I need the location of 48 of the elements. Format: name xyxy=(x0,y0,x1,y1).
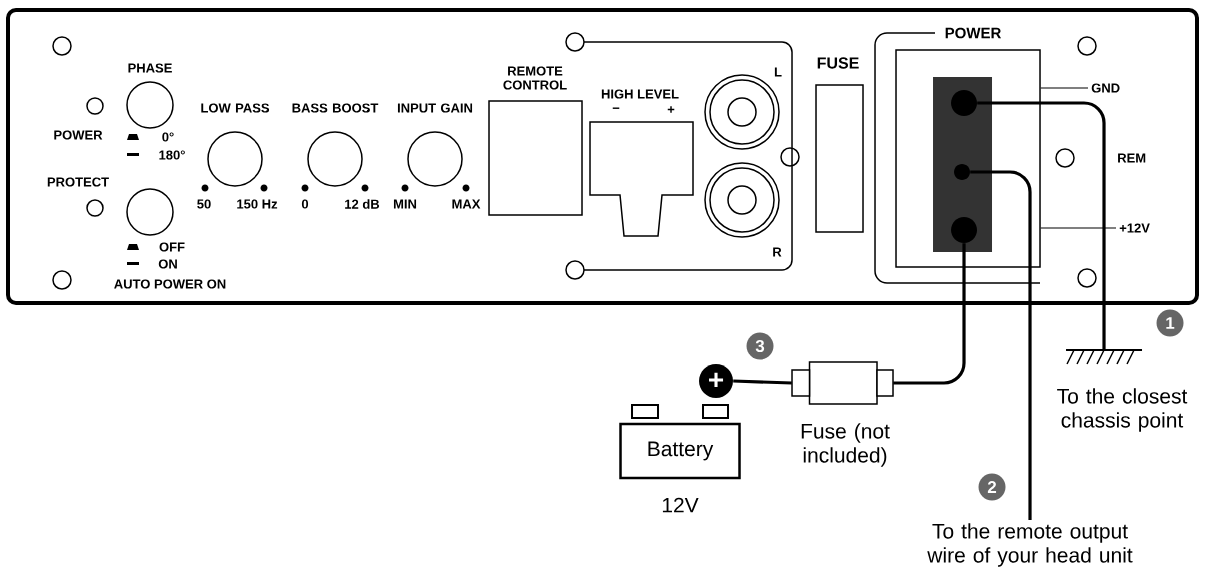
panel-label: REM xyxy=(1118,153,1146,163)
high-level-connector xyxy=(589,121,694,237)
remote-control-port xyxy=(488,100,583,216)
panel-label: OFF xyxy=(159,242,185,252)
leader-line xyxy=(1040,87,1089,89)
panel-label: BASS BOOST xyxy=(292,103,379,113)
panel-label: MIN xyxy=(393,199,417,209)
panel-label: ON xyxy=(158,259,177,269)
panel-label: PHASE xyxy=(128,63,172,73)
battery-terminal: + xyxy=(699,364,733,398)
terminal-screw xyxy=(954,164,970,180)
panel-label: HIGH LEVEL xyxy=(601,89,679,99)
wire xyxy=(970,170,1032,520)
panel-label: − xyxy=(612,107,620,109)
caption-text: To the closest chassis point xyxy=(1057,388,1188,432)
panel-label: R xyxy=(773,247,782,257)
inline-fuse xyxy=(791,361,894,405)
panel-label: POWER xyxy=(54,130,103,140)
wire xyxy=(893,243,966,385)
terminal-label: +12V xyxy=(1119,223,1150,233)
panel-label: 150 Hz xyxy=(237,199,278,209)
ground-symbol xyxy=(1065,349,1143,365)
caption-text: Fuse (not included) xyxy=(801,423,890,467)
callout-number: 2 xyxy=(978,473,1006,501)
panel-label: 0 xyxy=(301,199,309,209)
panel-label: 0° xyxy=(162,132,174,142)
leader-line xyxy=(1040,227,1117,229)
panel-label: FUSE xyxy=(817,57,859,69)
callout-number: 1 xyxy=(1156,309,1184,337)
terminal-screw xyxy=(951,217,977,243)
battery: Battery xyxy=(619,404,741,480)
panel-label: 180° xyxy=(159,150,185,160)
panel-label: L xyxy=(774,67,782,77)
fuse-holder xyxy=(815,84,864,233)
caption-text: 12V xyxy=(662,497,699,513)
wire-destination-text: To the remote output wire of your head unit xyxy=(927,523,1133,567)
terminal-panel-box xyxy=(895,49,1041,268)
terminal-screw xyxy=(951,90,977,116)
panel-label: INPUT GAIN xyxy=(397,103,473,113)
panel-label: LOW PASS xyxy=(201,103,270,113)
terminal-label: GND xyxy=(1091,83,1120,93)
panel-label: PROTECT xyxy=(47,177,109,187)
panel-label: AUTO POWER ON xyxy=(114,279,226,289)
panel-label: 50 xyxy=(197,199,211,209)
wire xyxy=(733,379,792,385)
callout-number: 3 xyxy=(746,332,774,360)
panel-label: 12 dB xyxy=(345,199,380,209)
wire xyxy=(977,101,1106,350)
